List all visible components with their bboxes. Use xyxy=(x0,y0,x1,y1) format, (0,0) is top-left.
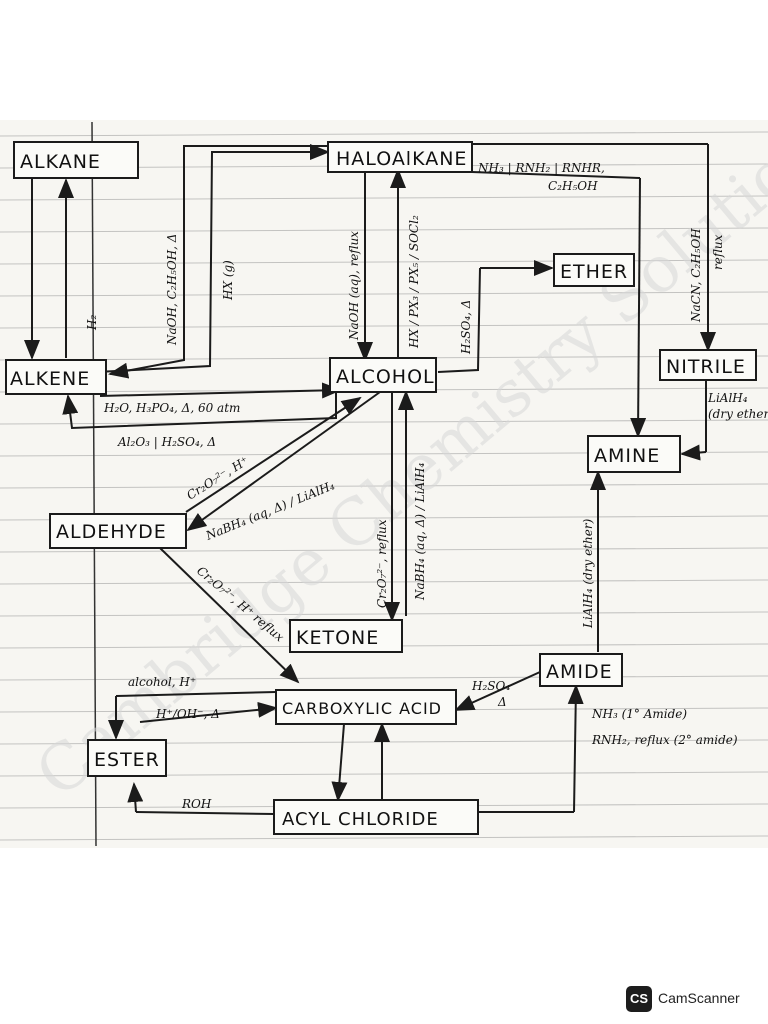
camscanner-logo: CS xyxy=(626,986,652,1012)
cond-h2so4-amide-2: Δ xyxy=(497,695,507,709)
cond-cr2o7-h: Cr₂O₇²⁻, H⁺ xyxy=(184,454,251,503)
node-acyl-chloride: ACYL CHLORIDE xyxy=(273,799,479,835)
cond-naoh-ethanol: NaOH, C₂H₅OH, Δ xyxy=(165,234,179,346)
cond-nabh4-ketone: NaBH₄ (aq, Δ) / LiAlH₄ xyxy=(413,462,427,601)
node-ketone: KETONE xyxy=(289,619,403,653)
cond-hydration: H₂O, H₃PO₄, Δ, 60 atm xyxy=(103,401,240,415)
node-nitrile: NITRILE xyxy=(659,349,757,381)
node-alkane: ALKANE xyxy=(13,141,139,179)
nitrile-label: NITRILE xyxy=(666,356,746,378)
cond-cr2o7-reflux: Cr₂O₇²⁻, reflux xyxy=(375,519,389,608)
cond-nh3-primary: NH₃ (1° Amide) xyxy=(591,707,687,721)
acyl-chloride-label: ACYL CHLORIDE xyxy=(282,809,439,830)
node-haloalkane: HALOAlKANE xyxy=(327,141,473,173)
aldehyde-label: ALDEHYDE xyxy=(56,521,167,543)
cond-nh3-line1: NH₃ | RNH₂ | RNHR, xyxy=(477,161,605,175)
node-amide: AMIDE xyxy=(539,653,623,687)
cond-hx-px3: HX / PX₃ / PX₅ / SOCl₂ xyxy=(407,215,421,349)
cond-h2: H₂ xyxy=(85,315,99,331)
cond-nh3-line2: C₂H₅OH xyxy=(548,179,598,193)
cond-roh: ROH xyxy=(181,797,212,811)
node-ester: ESTER xyxy=(87,739,167,777)
cond-rnh2-secondary: RNH₂, reflux (2° amide) xyxy=(591,733,738,747)
alcohol-label: ALCOHOL xyxy=(336,366,435,388)
carboxylic-acid-label: CARBOXYLIC ACID xyxy=(282,699,442,718)
node-alkene: ALKENE xyxy=(5,359,107,395)
node-aldehyde: ALDEHYDE xyxy=(49,513,187,549)
cond-h2so4-ether: H₂SO₄, Δ xyxy=(459,300,473,355)
cond-nacn-reflux: reflux xyxy=(711,234,725,270)
margin-line xyxy=(91,121,97,847)
node-alcohol: ALCOHOL xyxy=(329,357,437,393)
alkane-label: ALKANE xyxy=(20,151,101,173)
cond-naoh-reflux: NaOH (aq), reflux xyxy=(347,231,361,341)
camscanner-label: CamScanner xyxy=(658,990,740,1006)
amine-label: AMINE xyxy=(594,445,660,467)
node-carboxylic-acid: CARBOXYLIC ACID xyxy=(275,689,457,725)
alkene-label: ALKENE xyxy=(10,368,90,390)
cond-lialh4-line1: LiAlH₄ xyxy=(707,391,748,405)
haloalkane-label: HALOAlKANE xyxy=(336,148,467,170)
node-amine: AMINE xyxy=(587,435,681,473)
cond-lialh4-amide: LiAlH₄ (dry ether) xyxy=(581,518,595,629)
ketone-label: KETONE xyxy=(296,627,379,649)
cond-lialh4-line2: (dry ether) xyxy=(708,407,768,421)
reaction-arrows xyxy=(24,143,716,815)
amide-label: AMIDE xyxy=(546,661,613,683)
node-ether: ETHER xyxy=(553,253,635,287)
cond-nacn: NaCN, C₂H₅OH xyxy=(689,228,703,323)
ester-label: ESTER xyxy=(94,749,160,771)
cond-h-oh: H⁺/OH⁻, Δ xyxy=(155,707,220,721)
cond-dehydration: Al₂O₃ | H₂SO₄, Δ xyxy=(117,435,216,449)
cond-hx: HX (g) xyxy=(221,260,235,301)
ether-label: ETHER xyxy=(560,261,628,283)
cond-h2so4-amide-1: H₂SO₄ xyxy=(471,679,510,693)
cond-alcohol-h: alcohol, H⁺ xyxy=(128,675,196,689)
